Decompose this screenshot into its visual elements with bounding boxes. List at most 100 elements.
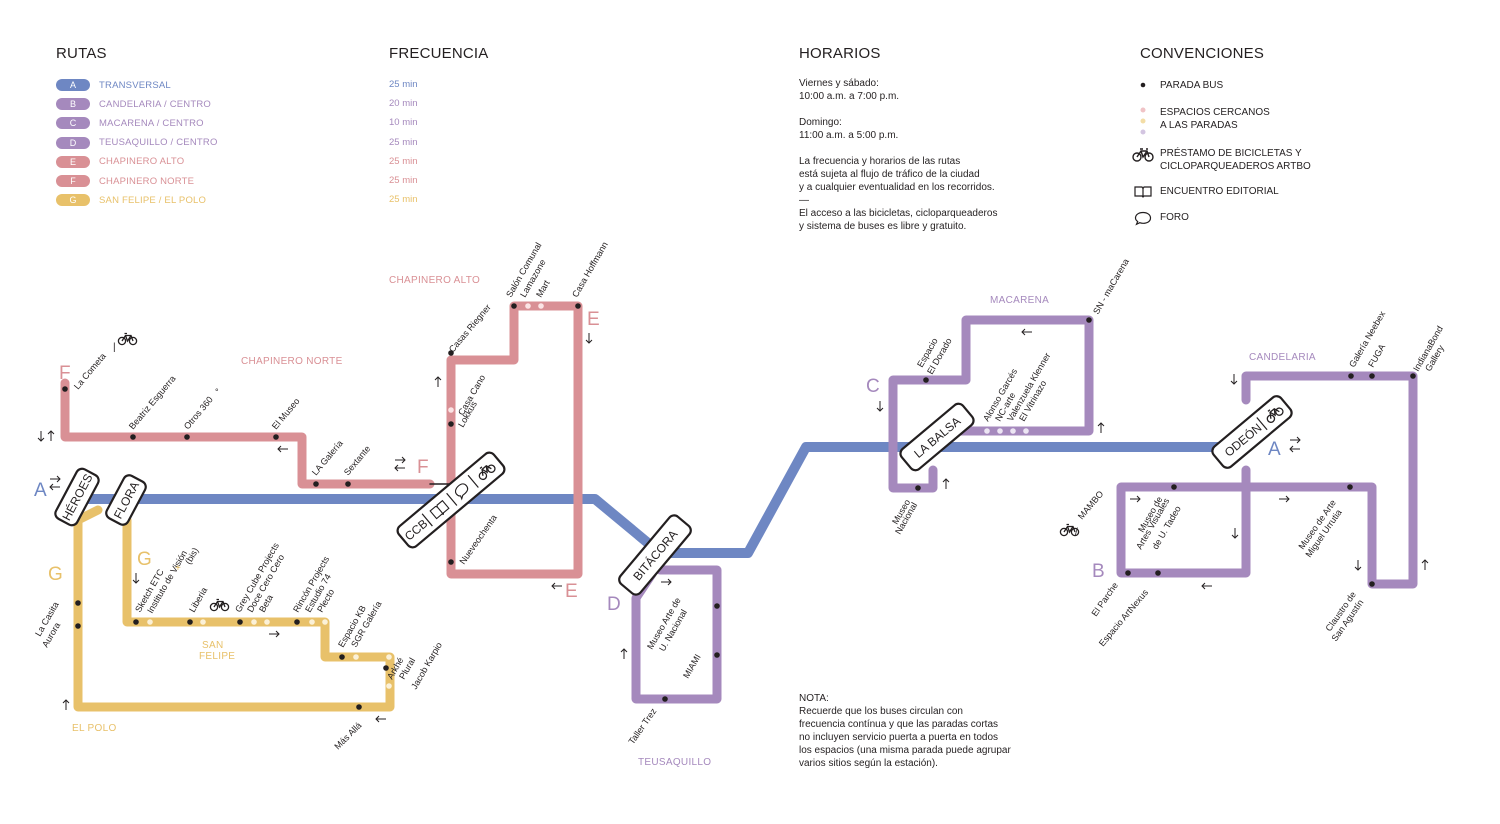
route-frequency: 25 min	[389, 194, 418, 206]
route-badge: A	[56, 79, 90, 91]
bus-stop-dot[interactable]	[187, 619, 193, 625]
stop-label: Beatriz Esguerra	[127, 374, 178, 432]
direction-arrow	[1097, 422, 1105, 433]
route-name: TEUSAQUILLO / CENTRO	[99, 137, 218, 149]
bus-stop-dot[interactable]	[130, 434, 136, 440]
bus-stop-dot[interactable]	[75, 623, 81, 629]
horarios-line: está sujeta al flujo de tráfico de la ci…	[799, 169, 980, 180]
bus-stop-dot[interactable]	[383, 665, 389, 671]
nearby-space-dot	[322, 619, 328, 625]
bus-stop-dot[interactable]	[62, 386, 68, 392]
bus-stop-dot[interactable]	[1369, 581, 1375, 587]
nota-line: NOTA:	[799, 693, 829, 704]
route-f-line	[60, 378, 435, 489]
plus-sign: +	[175, 563, 181, 574]
horarios-line: Domingo:	[799, 117, 842, 128]
bus-stop-dot[interactable]	[356, 704, 362, 710]
route-letter-a: A	[34, 480, 47, 501]
bus-stop-dot[interactable]	[294, 619, 300, 625]
zone-candelaria: CANDELARIA	[1249, 352, 1316, 363]
bus-stop-dot[interactable]	[1348, 373, 1354, 379]
nota-line: Recuerde que los buses circulan con	[799, 706, 963, 717]
nearby-space-dot	[386, 654, 392, 660]
hub-la-balsa[interactable]: LA BALSA	[898, 401, 976, 472]
bus-stop-dot[interactable]	[575, 303, 581, 309]
route-letter-f: F	[59, 363, 71, 384]
bus-stop-dot[interactable]	[448, 559, 454, 565]
bus-stop-dot[interactable]	[714, 603, 720, 609]
route-letter-g: G	[137, 549, 152, 570]
conv-espacios-label: A LAS PARADAS	[1160, 120, 1238, 131]
bus-stop-dot[interactable]	[714, 652, 720, 658]
direction-arrow	[551, 582, 562, 590]
route-name: MACARENA / CENTRO	[99, 117, 204, 129]
bus-stop-dot[interactable]	[923, 377, 929, 383]
bus-stop-dot[interactable]	[448, 421, 454, 427]
bus-stop-dot[interactable]	[1369, 373, 1375, 379]
bus-stop-dot[interactable]	[1410, 373, 1416, 379]
direction-arrow	[1231, 528, 1239, 539]
bus-stop-dot[interactable]	[1171, 484, 1177, 490]
nearby-space-dots	[147, 303, 1029, 689]
bus-stop-dot[interactable]	[448, 350, 454, 356]
hub-flora[interactable]: FLORA	[104, 473, 148, 527]
nota-line: no incluyen servicio puerta a puerta en …	[799, 732, 999, 743]
nota-text: NOTA: Recuerde que los buses circulan co…	[799, 692, 1011, 770]
bus-stop-dot[interactable]	[1155, 570, 1161, 576]
bus-stop-dot[interactable]	[273, 434, 279, 440]
direction-arrow	[1230, 374, 1238, 385]
stop-label: Casas Riegner	[447, 302, 493, 354]
conv-parada-label: PARADA BUS	[1160, 80, 1224, 91]
direction-arrow	[876, 401, 884, 412]
bicycle-icon	[1132, 147, 1154, 163]
route-badge: E	[56, 155, 90, 168]
hub-odeon[interactable]: ODEÓN	[1210, 394, 1294, 470]
heading-frecuencia: FRECUENCIA	[389, 45, 489, 62]
bus-stop-dot[interactable]	[915, 485, 921, 491]
stop-label: Taller Trez	[626, 706, 658, 746]
bus-stop-dot[interactable]	[75, 600, 81, 606]
nearby-space-dot	[997, 428, 1003, 434]
separator: /	[1075, 527, 1078, 538]
book-icon	[1132, 185, 1154, 198]
direction-arrow	[395, 456, 406, 464]
direction-arrow	[1354, 560, 1362, 571]
direction-arrow	[37, 431, 45, 442]
bus-stop-dot[interactable]	[339, 654, 345, 660]
route-frequency: 25 min	[389, 155, 418, 167]
stop-label: LA Galería	[310, 438, 345, 477]
conv-espacios-label: ESPACIOS CERCANOS	[1160, 107, 1270, 118]
bus-stop-dot[interactable]	[511, 303, 517, 309]
zone-el-polo: EL POLO	[72, 723, 117, 734]
direction-arrow	[62, 699, 70, 710]
bus-stop-dot[interactable]	[1086, 317, 1092, 323]
route-letter-c: C	[866, 376, 880, 397]
bus-stop-dot[interactable]	[1125, 570, 1131, 576]
route-letter-d: D	[607, 594, 621, 615]
route-name: CHAPINERO NORTE	[99, 175, 195, 187]
stop-label: La Cometa	[72, 351, 108, 391]
bus-stop-dot[interactable]	[1347, 484, 1353, 490]
bus-stop-dot[interactable]	[237, 619, 243, 625]
stop-label: Casa Hoffmann	[570, 240, 610, 299]
direction-arrow	[1201, 582, 1212, 590]
speech-bubble-icon	[1132, 211, 1154, 226]
bus-stop-dot[interactable]	[133, 619, 139, 625]
nearby-space-dot	[538, 303, 544, 309]
conv-foro-label: FORO	[1160, 212, 1189, 223]
bus-stop-dot[interactable]	[345, 481, 351, 487]
bus-stop-dot[interactable]	[313, 481, 319, 487]
horarios-text: Viernes y sábado: 10:00 a.m. a 7:00 p.m.…	[799, 77, 997, 233]
route-name: CHAPINERO ALTO	[99, 156, 185, 168]
route-letter-g: G	[48, 564, 63, 585]
bicycle-icon	[117, 332, 138, 346]
bus-stop-dot[interactable]	[662, 696, 668, 702]
stop-label: Nueveochenta	[457, 513, 498, 566]
bus-stop-dot[interactable]	[184, 434, 190, 440]
hub-ccb[interactable]: CCB	[395, 450, 507, 550]
route-letter-a: A	[1268, 439, 1281, 460]
